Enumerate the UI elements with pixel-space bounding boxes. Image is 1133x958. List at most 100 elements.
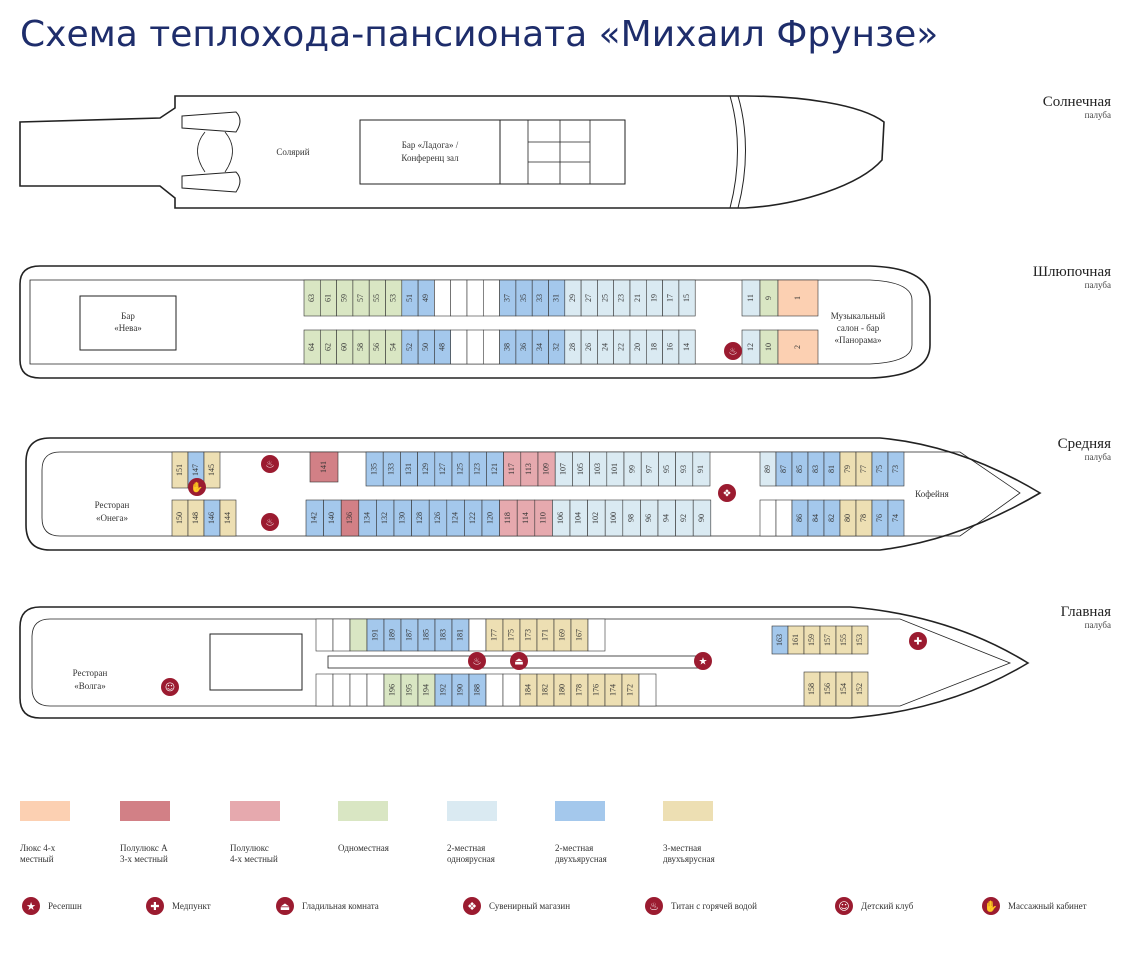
cabin-132[interactable]: 132 — [376, 499, 395, 537]
cabin-98[interactable]: 98 — [622, 499, 641, 537]
cabin-118[interactable]: 118 — [499, 499, 518, 537]
cabin-32[interactable]: 32 — [548, 329, 566, 365]
cabin-169[interactable]: 169 — [553, 618, 572, 652]
cabin-174[interactable]: 174 — [604, 673, 623, 707]
cabin-152[interactable]: 152 — [851, 671, 869, 707]
cabin-102[interactable]: 102 — [587, 499, 606, 537]
cabin-38[interactable]: 38 — [499, 329, 517, 365]
cabin-103[interactable]: 103 — [589, 451, 608, 487]
cabin-101[interactable]: 101 — [606, 451, 625, 487]
cabin-76[interactable]: 76 — [871, 499, 889, 537]
cabin-100[interactable]: 100 — [604, 499, 624, 537]
cabin-52[interactable]: 52 — [401, 329, 419, 365]
cabin-96[interactable]: 96 — [640, 499, 659, 537]
cabin-129[interactable]: 129 — [417, 451, 436, 487]
cabin-18[interactable]: 18 — [645, 329, 663, 365]
cabin-36[interactable]: 36 — [515, 329, 533, 365]
cabin-12[interactable]: 12 — [741, 329, 761, 365]
cabin-177[interactable]: 177 — [485, 618, 504, 652]
cabin-136[interactable]: 136 — [340, 499, 360, 537]
cabin-77[interactable]: 77 — [855, 451, 873, 487]
cabin-187[interactable]: 187 — [400, 618, 419, 652]
cabin-150[interactable]: 150 — [171, 499, 189, 537]
cabin-53[interactable]: 53 — [385, 279, 403, 317]
cabin-106[interactable]: 106 — [552, 499, 571, 537]
cabin-171[interactable]: 171 — [536, 618, 555, 652]
cabin-97[interactable]: 97 — [640, 451, 659, 487]
cabin-142[interactable]: 142 — [305, 499, 324, 537]
cabin-92[interactable]: 92 — [675, 499, 694, 537]
cabin-140[interactable]: 140 — [323, 499, 342, 537]
cabin-37[interactable]: 37 — [499, 279, 517, 317]
cabin-50[interactable]: 50 — [417, 329, 435, 365]
cabin-26[interactable]: 26 — [580, 329, 598, 365]
cabin-123[interactable]: 123 — [468, 451, 487, 487]
cabin-25[interactable]: 25 — [597, 279, 615, 317]
cabin-135[interactable]: 135 — [365, 451, 384, 487]
cabin-51[interactable]: 51 — [401, 279, 419, 317]
cabin-148[interactable]: 148 — [187, 499, 205, 537]
cabin-175[interactable]: 175 — [502, 618, 521, 652]
cabin-156[interactable]: 156 — [819, 671, 837, 707]
cabin-19[interactable]: 19 — [645, 279, 663, 317]
cabin-117[interactable]: 117 — [503, 451, 522, 487]
cabin-82[interactable]: 82 — [823, 499, 841, 537]
cabin-130[interactable]: 130 — [393, 499, 412, 537]
cabin-109[interactable]: 109 — [537, 451, 556, 487]
cabin-126[interactable]: 126 — [428, 499, 448, 537]
cabin-89[interactable]: 89 — [759, 451, 777, 487]
cabin-54[interactable]: 54 — [385, 329, 403, 365]
cabin-74[interactable]: 74 — [887, 499, 905, 537]
cabin-56[interactable]: 56 — [368, 329, 386, 365]
cabin-62[interactable]: 62 — [319, 329, 337, 365]
cabin-34[interactable]: 34 — [531, 329, 549, 365]
cabin-121[interactable]: 121 — [486, 451, 504, 487]
cabin-110[interactable]: 110 — [534, 499, 553, 537]
cabin-2[interactable]: 2 — [777, 329, 819, 365]
cabin-23[interactable]: 23 — [613, 279, 631, 317]
cabin-24[interactable]: 24 — [597, 329, 615, 365]
cabin-79[interactable]: 79 — [839, 451, 857, 487]
cabin-33[interactable]: 33 — [531, 279, 549, 317]
cabin-73[interactable]: 73 — [887, 451, 905, 487]
cabin-192[interactable]: 192 — [434, 673, 453, 707]
cabin-195[interactable]: 195 — [400, 673, 419, 707]
cabin-35[interactable]: 35 — [515, 279, 533, 317]
cabin-75[interactable]: 75 — [871, 451, 889, 487]
cabin-80[interactable]: 80 — [839, 499, 857, 537]
cabin-154[interactable]: 154 — [835, 671, 853, 707]
cabin-81[interactable]: 81 — [823, 451, 841, 487]
cabin-196[interactable]: 196 — [383, 673, 402, 707]
cabin-99[interactable]: 99 — [623, 451, 642, 487]
cabin-28[interactable]: 28 — [564, 329, 582, 365]
cabin-184[interactable]: 184 — [519, 673, 538, 707]
cabin-114[interactable]: 114 — [516, 499, 536, 537]
cabin-124[interactable]: 124 — [446, 499, 465, 537]
cabin-151[interactable]: 151 — [171, 451, 189, 489]
cabin-182[interactable]: 182 — [536, 673, 555, 707]
cabin-11[interactable]: 11 — [741, 279, 761, 317]
cabin-127[interactable]: 127 — [434, 451, 453, 487]
cabin-189[interactable]: 189 — [383, 618, 402, 652]
cabin-159[interactable]: 159 — [803, 625, 821, 655]
cabin-27[interactable]: 27 — [580, 279, 598, 317]
cabin-93[interactable]: 93 — [675, 451, 694, 487]
cabin-125[interactable]: 125 — [451, 451, 470, 487]
cabin-21[interactable]: 21 — [629, 279, 647, 317]
cabin-178[interactable]: 178 — [570, 673, 589, 707]
cabin-190[interactable]: 190 — [451, 673, 470, 707]
cabin-58[interactable]: 58 — [352, 329, 370, 365]
cabin-16[interactable]: 16 — [662, 329, 680, 365]
cabin-48[interactable]: 48 — [434, 329, 451, 365]
cabin-145[interactable]: 145 — [203, 451, 221, 489]
cabin-144[interactable]: 144 — [219, 499, 237, 537]
cabin-17[interactable]: 17 — [662, 279, 680, 317]
cabin-105[interactable]: 105 — [572, 451, 590, 487]
cabin-14[interactable]: 14 — [678, 329, 696, 365]
cabin-161[interactable]: 161 — [787, 625, 805, 655]
cabin-90[interactable]: 90 — [692, 499, 712, 537]
cabin-122[interactable]: 122 — [464, 499, 483, 537]
cabin-157[interactable]: 157 — [819, 625, 837, 655]
cabin-158[interactable]: 158 — [803, 671, 821, 707]
cabin-131[interactable]: 131 — [400, 451, 418, 487]
